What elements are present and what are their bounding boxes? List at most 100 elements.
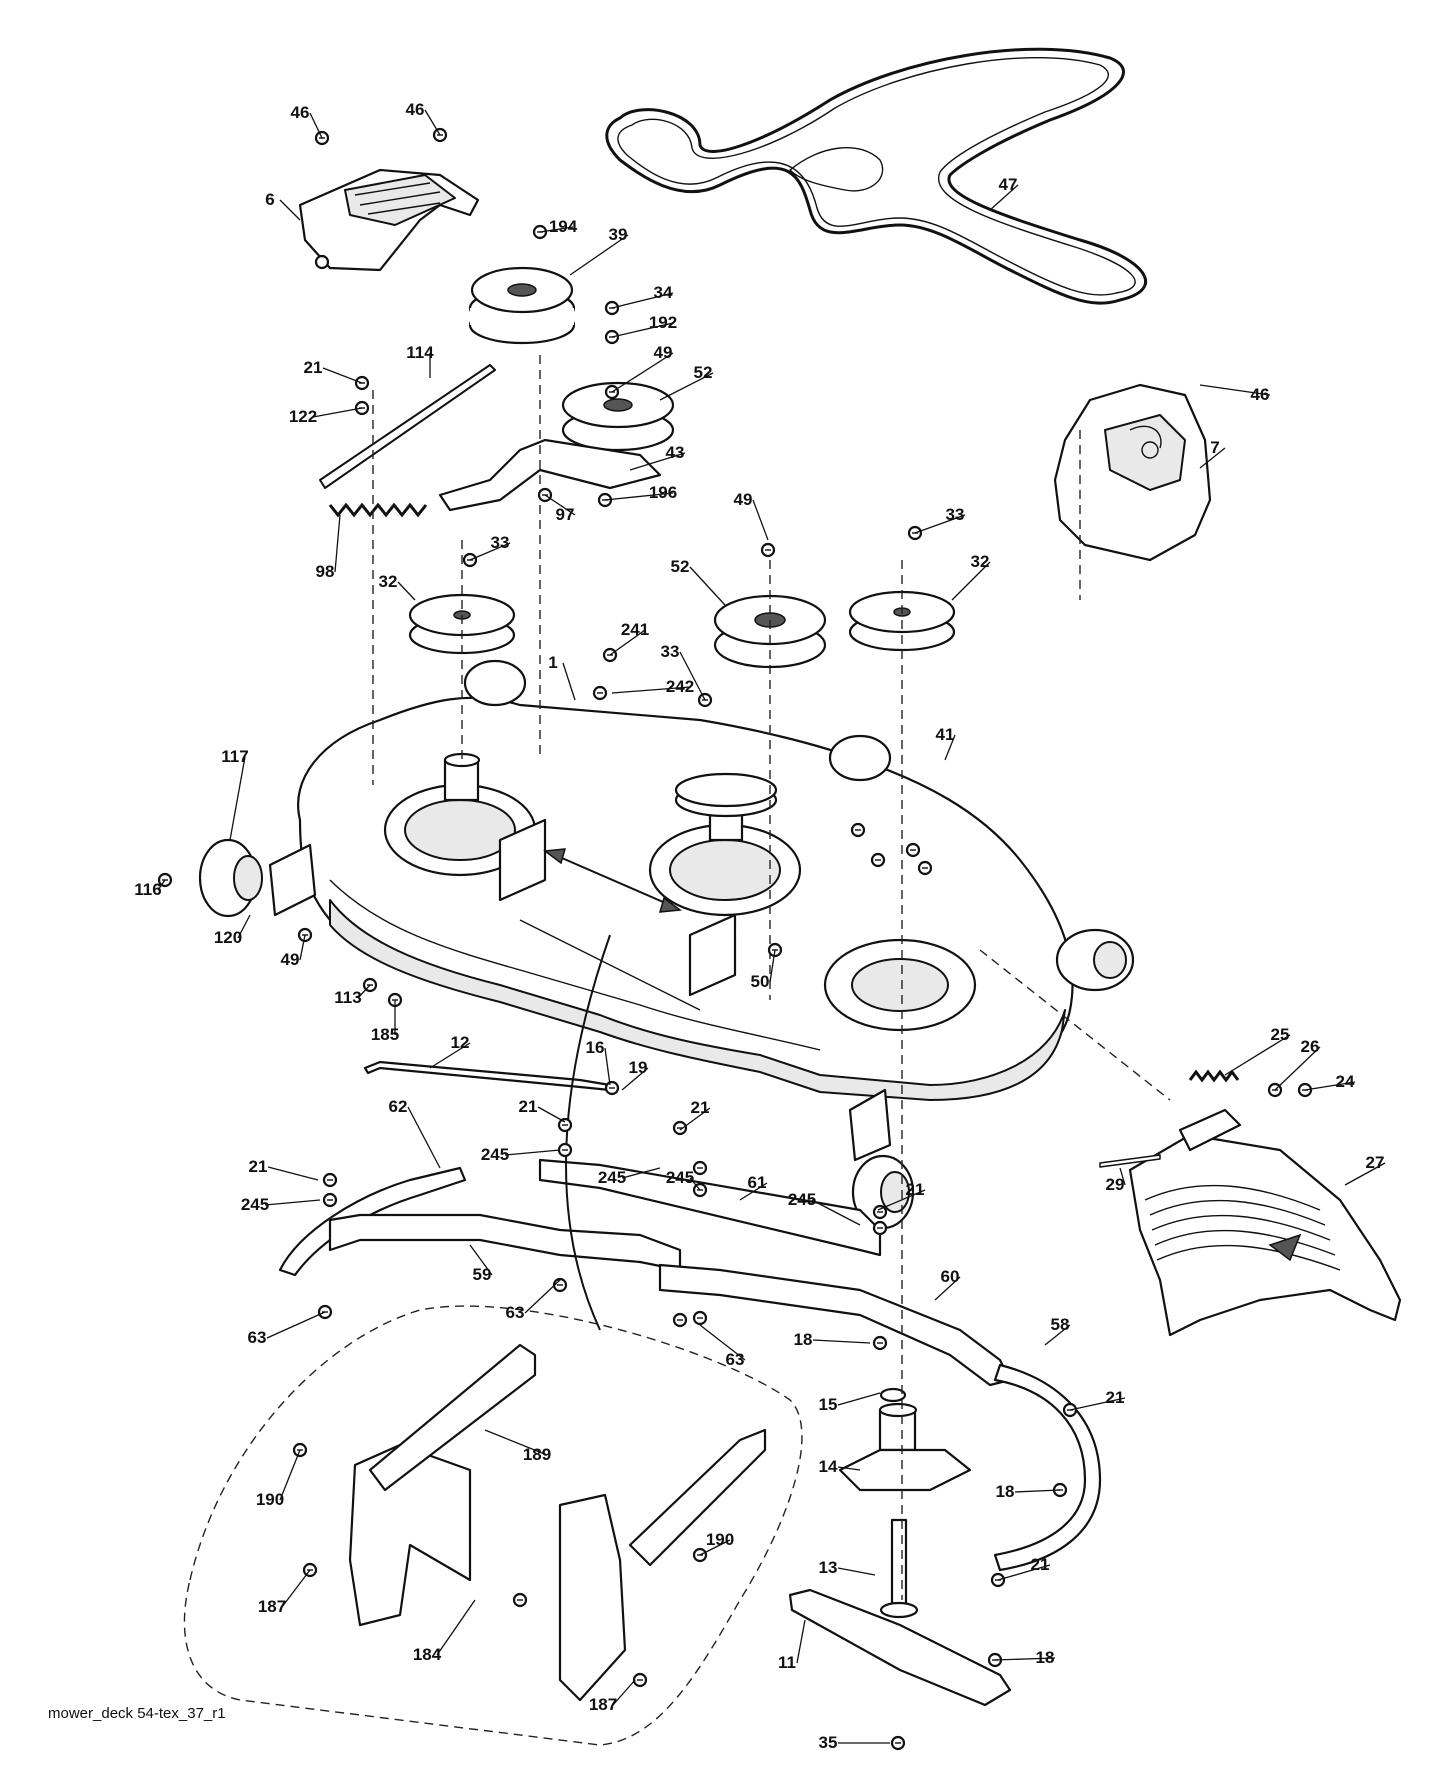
leader-line-196 — [604, 492, 674, 501]
part-label-46c: 46 — [1251, 385, 1270, 404]
leader-line-32b — [951, 561, 991, 601]
part-label-33c: 33 — [661, 642, 680, 661]
leader-line-18c — [994, 1657, 1056, 1661]
leader-line-62 — [407, 1106, 441, 1169]
part-label-15: 15 — [819, 1395, 838, 1414]
part-label-29: 29 — [1106, 1175, 1125, 1194]
part-label-21a: 21 — [304, 358, 323, 377]
leader-line-245c — [621, 1167, 661, 1179]
leader-line-21d — [679, 1107, 711, 1131]
fastener-29 — [557, 1117, 573, 1133]
leader-line-49b — [752, 499, 769, 541]
idler-pulley-52a — [561, 381, 675, 452]
leader-line-21a — [322, 367, 363, 384]
part-label-114: 114 — [406, 343, 434, 362]
leader-lines — [157, 109, 1386, 1744]
leader-line-26 — [1274, 1046, 1321, 1091]
leader-line-245b — [504, 1149, 561, 1156]
gauge-wheel-rear — [463, 659, 892, 782]
part-label-18a: 18 — [794, 1330, 813, 1349]
part-label-21e: 21 — [906, 1180, 925, 1199]
part-label-116: 116 — [134, 880, 161, 899]
part-label-117: 117 — [221, 747, 248, 766]
part-label-62: 62 — [389, 1097, 408, 1116]
part-label-245b: 245 — [481, 1145, 509, 1164]
part-label-21g: 21 — [1031, 1555, 1050, 1574]
left-belt-cover — [298, 168, 480, 272]
part-label-18b: 18 — [996, 1482, 1015, 1501]
leader-line-52b — [689, 566, 726, 606]
leader-line-241 — [609, 629, 646, 656]
part-label-19: 19 — [629, 1058, 648, 1077]
leader-line-116 — [157, 879, 166, 891]
leader-line-190a — [279, 1449, 301, 1501]
leader-line-189 — [484, 1429, 548, 1456]
leader-line-18b — [1014, 1489, 1061, 1493]
fastener-31 — [322, 1172, 338, 1188]
leader-line-49a — [611, 352, 674, 393]
leader-line-6 — [279, 199, 301, 221]
part-label-241: 241 — [621, 620, 649, 639]
gauge-wheel-front — [848, 1088, 915, 1230]
chute-rod — [1099, 1154, 1161, 1168]
fastener-15 — [592, 685, 608, 701]
part-label-26: 26 — [1301, 1037, 1320, 1056]
fastener-19 — [870, 852, 886, 868]
leader-line-46b — [424, 109, 441, 136]
adjust-arrow — [554, 854, 671, 906]
part-label-63c: 63 — [726, 1350, 745, 1369]
leader-line-33c — [679, 651, 706, 701]
part-label-18c: 18 — [1036, 1648, 1055, 1667]
fastener-50 — [512, 1592, 528, 1608]
baffle-62 — [278, 1166, 467, 1277]
leader-line-98 — [334, 514, 341, 573]
leader-line-43 — [629, 452, 686, 471]
leader-line-16 — [604, 1047, 611, 1086]
leader-line-25 — [1224, 1034, 1291, 1076]
part-label-34: 34 — [654, 283, 673, 302]
part-label-33b: 33 — [946, 505, 965, 524]
leader-line-61 — [739, 1182, 768, 1201]
part-label-43: 43 — [666, 443, 685, 462]
idler-arm — [438, 438, 662, 512]
part-label-58: 58 — [1051, 1315, 1070, 1334]
mower-deck-housing — [297, 696, 1074, 1101]
leader-line-63b — [524, 1279, 561, 1314]
fastener-41 — [692, 1310, 708, 1326]
part-label-245c: 245 — [598, 1168, 626, 1187]
fastener-36 — [872, 1204, 888, 1220]
part-label-47: 47 — [999, 175, 1018, 194]
part-label-16: 16 — [586, 1038, 605, 1057]
part-label-245a: 245 — [241, 1195, 269, 1214]
part-label-46a: 46 — [291, 103, 310, 122]
leader-line-58 — [1044, 1324, 1071, 1346]
leader-line-117 — [229, 756, 246, 841]
leader-line-46c — [1199, 384, 1271, 396]
fastener-49 — [632, 1672, 648, 1688]
leader-line-184 — [436, 1599, 476, 1656]
part-label-190a: 190 — [256, 1490, 284, 1509]
leader-line-15 — [837, 1392, 881, 1406]
fastener-32 — [322, 1192, 338, 1208]
leader-line-47 — [989, 184, 1019, 211]
part-label-6: 6 — [265, 190, 274, 209]
leader-line-21g — [997, 1564, 1051, 1581]
fastener-hardware — [157, 127, 1313, 1751]
mount-bracket-right — [558, 1428, 767, 1702]
drawing-caption: mower_deck 54-tex_37_r1 — [48, 1705, 226, 1722]
gauge-wheel-117 — [198, 838, 263, 918]
part-label-194: 194 — [549, 217, 578, 236]
part-label-184: 184 — [413, 1645, 442, 1664]
leader-line-97 — [544, 494, 576, 516]
fastener-40 — [672, 1312, 688, 1328]
part-label-32a: 32 — [379, 572, 398, 591]
arrow-head-right — [658, 896, 682, 913]
part-label-245d: 245 — [666, 1168, 694, 1187]
leader-line-120 — [237, 914, 251, 939]
fastener-42 — [872, 1335, 888, 1351]
part-label-12: 12 — [451, 1033, 470, 1052]
fastener-8 — [354, 400, 370, 416]
leader-line-33a — [469, 542, 511, 561]
leader-line-122 — [312, 407, 363, 418]
